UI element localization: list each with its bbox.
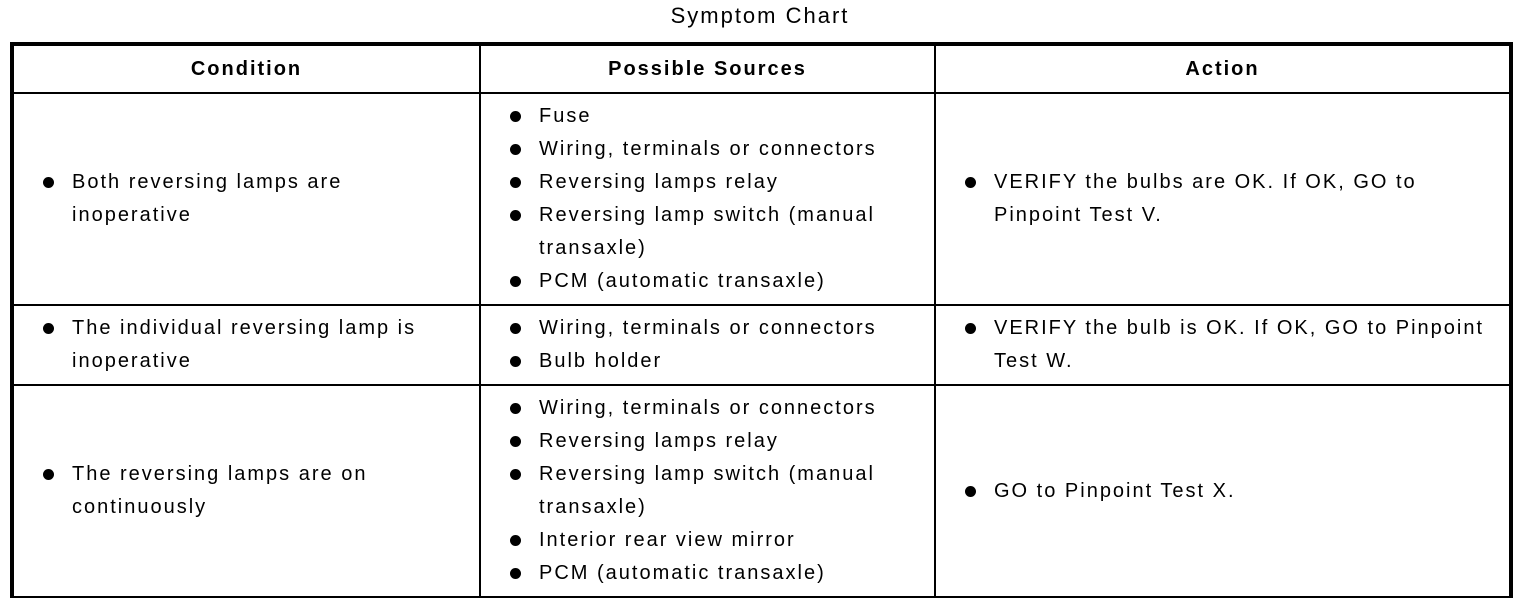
table-row: Both reversing lamps are inoperative Fus… [11,92,1512,306]
bullet-icon [965,485,976,497]
list-item: VERIFY the bulb is OK. If OK, GO to Pinp… [964,312,1499,378]
list-item: The reversing lamps are on continuously [42,458,463,524]
bullet-icon [510,177,521,188]
list-item: Wiring, terminals or connectors [509,133,924,166]
list-item: Bulb holder [509,345,924,378]
list-item: The individual reversing lamp is inopera… [42,312,463,378]
list-item: Both reversing lamps are inoperative [42,166,463,232]
list-item: PCM (automatic transaxle) [509,265,924,298]
action-cell: VERIFY the bulb is OK. If OK, GO to Pinp… [934,304,1512,386]
action-list: GO to Pinpoint Test X. [964,475,1499,508]
sources-cell: Wiring, terminals or connectors Reversin… [479,384,936,598]
list-item: Reversing lamp switch (manual transaxle) [509,458,924,524]
condition-text: The reversing lamps are on continuously [72,463,368,518]
bullet-icon [43,177,54,188]
source-text: Reversing lamps relay [539,430,779,452]
bullet-icon [965,323,976,334]
action-cell: VERIFY the bulbs are OK. If OK, GO to Pi… [934,92,1512,306]
source-text: PCM (automatic transaxle) [539,562,826,584]
column-header-possible-sources: Possible Sources [479,43,936,94]
action-text: VERIFY the bulbs are OK. If OK, GO to Pi… [994,171,1417,226]
list-item: Reversing lamps relay [509,425,924,458]
source-text: Wiring, terminals or connectors [539,138,877,160]
source-text: Interior rear view mirror [539,529,796,551]
action-list: VERIFY the bulbs are OK. If OK, GO to Pi… [964,166,1499,232]
source-text: Bulb holder [539,350,663,372]
condition-text: Both reversing lamps are inoperative [72,171,343,226]
action-cell: GO to Pinpoint Test X. [934,384,1512,598]
source-text: Wiring, terminals or connectors [539,397,877,419]
sources-list: Fuse Wiring, terminals or connectors Rev… [509,100,924,298]
source-text: Reversing lamp switch (manual transaxle) [539,204,875,259]
bullet-icon [510,276,521,287]
table-row: The reversing lamps are on continuously … [11,384,1512,598]
bullet-icon [510,568,521,579]
source-text: Reversing lamps relay [539,171,779,193]
column-header-condition: Condition [11,43,481,94]
sources-list: Wiring, terminals or connectors Reversin… [509,392,924,590]
action-text: GO to Pinpoint Test X. [994,479,1236,502]
condition-list: The individual reversing lamp is inopera… [42,312,463,378]
bullet-icon [510,469,521,480]
column-header-action: Action [934,43,1512,94]
list-item: GO to Pinpoint Test X. [964,475,1499,508]
sources-cell: Fuse Wiring, terminals or connectors Rev… [479,92,936,306]
list-item: Fuse [509,100,924,133]
bullet-icon [510,323,521,334]
list-item: Interior rear view mirror [509,524,924,557]
list-item: Reversing lamp switch (manual transaxle) [509,199,924,265]
bullet-icon [965,177,976,188]
list-item: VERIFY the bulbs are OK. If OK, GO to Pi… [964,166,1499,232]
list-item: Wiring, terminals or connectors [509,312,924,345]
list-item: PCM (automatic transaxle) [509,557,924,590]
sources-cell: Wiring, terminals or connectors Bulb hol… [479,304,936,386]
bullet-icon [510,356,521,367]
bullet-icon [510,403,521,414]
source-text: Wiring, terminals or connectors [539,317,877,339]
sources-list: Wiring, terminals or connectors Bulb hol… [509,312,924,378]
bullet-icon [510,144,521,155]
header-row: Condition Possible Sources Action [11,43,1512,94]
condition-text: The individual reversing lamp is inopera… [72,317,417,372]
bullet-icon [510,111,521,122]
action-text: VERIFY the bulb is OK. If OK, GO to Pinp… [994,317,1485,372]
table-row: The individual reversing lamp is inopera… [11,304,1512,386]
condition-list: The reversing lamps are on continuously [42,458,463,524]
page-title: Symptom Chart [670,3,850,28]
condition-cell: The individual reversing lamp is inopera… [11,304,481,386]
list-item: Reversing lamps relay [509,166,924,199]
bullet-icon [43,469,54,480]
symptom-chart-table: Condition Possible Sources Action Both r… [10,42,1513,598]
condition-cell: Both reversing lamps are inoperative [11,92,481,306]
source-text: Reversing lamp switch (manual transaxle) [539,463,875,518]
condition-cell: The reversing lamps are on continuously [11,384,481,598]
bullet-icon [510,210,521,221]
source-text: Fuse [539,105,592,127]
bullet-icon [43,323,54,334]
bullet-icon [510,535,521,546]
condition-list: Both reversing lamps are inoperative [42,166,463,232]
action-list: VERIFY the bulb is OK. If OK, GO to Pinp… [964,312,1499,378]
source-text: PCM (automatic transaxle) [539,270,826,292]
bullet-icon [510,436,521,447]
list-item: Wiring, terminals or connectors [509,392,924,425]
